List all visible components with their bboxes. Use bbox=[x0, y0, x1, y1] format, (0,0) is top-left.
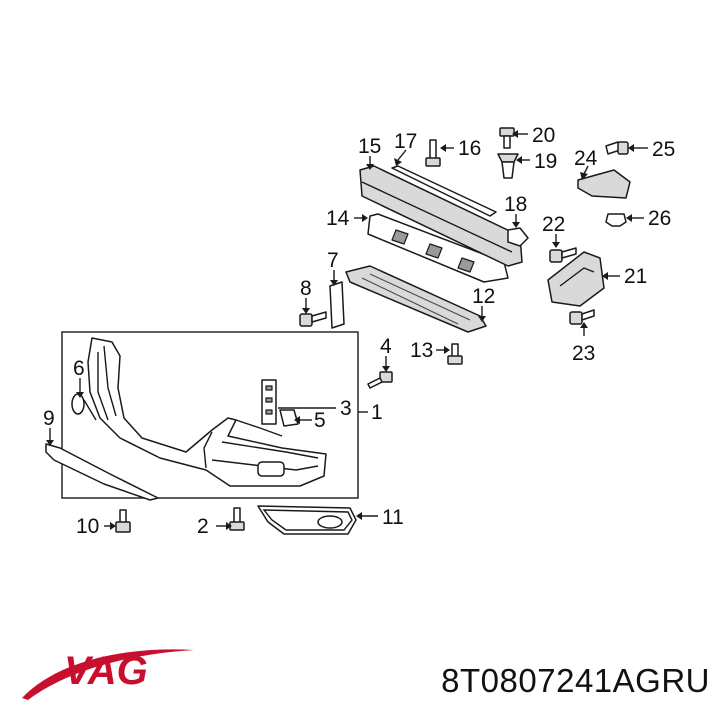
washer-nozzle-cap bbox=[71, 378, 97, 421]
callout-24: 24 bbox=[574, 147, 598, 170]
logo-text: VAG bbox=[64, 649, 148, 693]
bolt-20 bbox=[499, 127, 528, 149]
seal-strip bbox=[391, 149, 497, 217]
vertical-bracket bbox=[329, 270, 345, 329]
callout-6: 6 bbox=[73, 357, 85, 380]
lower-absorber bbox=[345, 265, 487, 333]
callout-20: 20 bbox=[532, 124, 555, 147]
part-number: 8T0807241AGRU bbox=[441, 662, 710, 699]
callout-14: 14 bbox=[326, 207, 350, 230]
lower-spoiler-strip bbox=[45, 428, 159, 501]
callout-21: 21 bbox=[624, 265, 647, 288]
logo-swoosh bbox=[22, 649, 194, 700]
bolt-23 bbox=[569, 309, 595, 336]
callout-23: 23 bbox=[572, 342, 595, 365]
callout-5: 5 bbox=[314, 409, 326, 432]
callout-19: 19 bbox=[534, 150, 557, 173]
foam-absorber bbox=[354, 213, 509, 283]
mounting-bracket bbox=[261, 379, 336, 425]
callout-26: 26 bbox=[648, 207, 671, 230]
callout-7: 7 bbox=[327, 249, 339, 272]
bracket-24 bbox=[577, 165, 631, 199]
fog-lamp-grille bbox=[257, 505, 378, 535]
callout-25: 25 bbox=[652, 138, 675, 161]
bolt-4 bbox=[367, 356, 393, 389]
bolt-2 bbox=[216, 507, 245, 531]
small-bracket bbox=[507, 214, 529, 247]
callout-3: 3 bbox=[340, 397, 352, 420]
callout-15: 15 bbox=[358, 135, 381, 158]
bolt-13 bbox=[436, 343, 463, 365]
bumper-cover bbox=[87, 337, 327, 487]
bolt-25 bbox=[605, 141, 648, 155]
callout-13: 13 bbox=[410, 339, 433, 362]
callout-4: 4 bbox=[380, 335, 392, 358]
bolt-10 bbox=[104, 509, 131, 533]
callout-10: 10 bbox=[76, 515, 99, 538]
callout-18: 18 bbox=[504, 193, 527, 216]
nut-26 bbox=[605, 213, 644, 227]
callout-22: 22 bbox=[542, 213, 565, 236]
callout-17: 17 bbox=[394, 130, 417, 153]
callout-9: 9 bbox=[43, 407, 55, 430]
callout-12: 12 bbox=[472, 285, 495, 308]
bolt-22 bbox=[549, 234, 577, 263]
callout-8: 8 bbox=[300, 277, 312, 300]
bumper-assembly-box bbox=[61, 331, 359, 499]
callout-2: 2 bbox=[197, 515, 209, 538]
clip-nut bbox=[279, 409, 312, 427]
callout-1: 1 bbox=[371, 401, 383, 424]
side-bracket-21 bbox=[547, 251, 620, 307]
nut-19 bbox=[497, 153, 530, 179]
bolt-8 bbox=[299, 298, 327, 327]
impact-bar bbox=[359, 156, 523, 267]
callout-16: 16 bbox=[458, 137, 481, 160]
callout-11: 11 bbox=[382, 506, 404, 529]
vag-logo: VAG bbox=[22, 649, 194, 700]
bolt-16 bbox=[425, 139, 454, 167]
